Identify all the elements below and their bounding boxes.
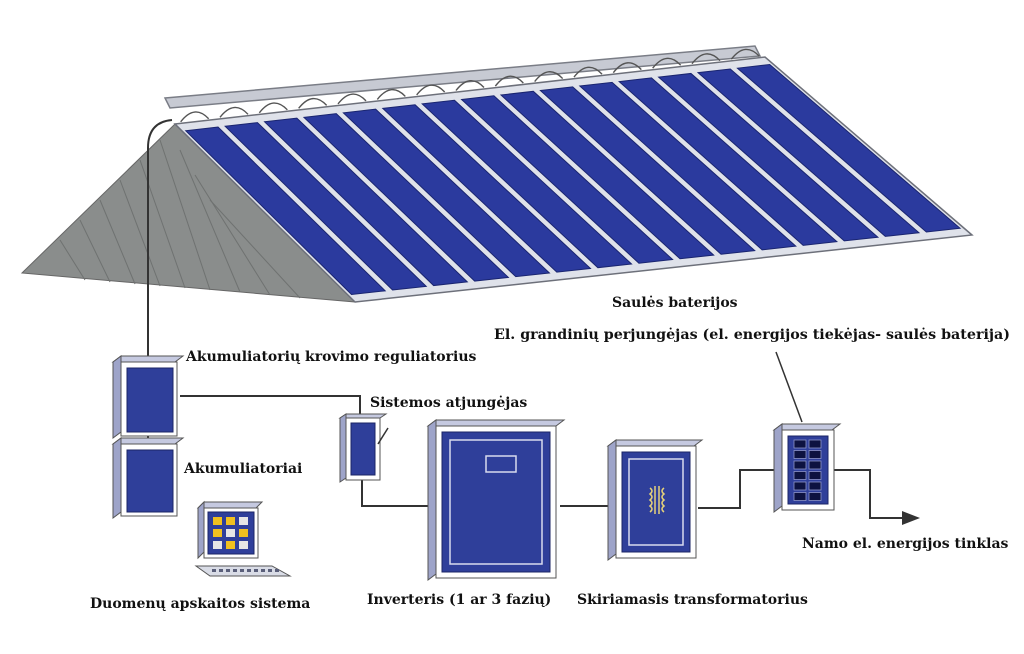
ridge-hoop	[573, 66, 603, 78]
solar-panel-strips	[184, 64, 962, 296]
circuit-switch-slots	[793, 439, 822, 501]
ridge-hoop	[376, 88, 406, 100]
solar-panel	[460, 95, 674, 264]
ridge-hoop	[494, 75, 524, 87]
wire-panels-to-controller	[147, 119, 173, 360]
transformer-box	[606, 439, 704, 561]
ridge-hoop	[180, 111, 210, 123]
switch-slot	[808, 471, 822, 480]
ridge-hoop	[534, 71, 564, 82]
ridge-hoop	[337, 93, 367, 105]
wire-controller-to-disconnect	[180, 395, 361, 422]
solar-panel	[499, 90, 715, 260]
wire-transformer-to-switch	[698, 469, 780, 509]
solar-panel	[696, 68, 921, 237]
label-transformer: Skiriamasis transformatorius	[577, 592, 808, 608]
label-data-system: Duomenų apskaitos sistema	[90, 596, 310, 612]
label-circuit-switch: El. grandinių perjungėjas (el. energijos…	[494, 327, 1010, 343]
keyboard-key	[226, 569, 230, 572]
ridge-hoop	[219, 106, 249, 118]
data-system-computer-icon	[194, 500, 292, 577]
solar-panel	[618, 77, 839, 246]
keyboard-key	[233, 569, 237, 572]
switch-slot	[808, 481, 822, 491]
ridge-hoop	[298, 97, 328, 109]
screen-indicator	[226, 541, 235, 549]
keyboard-key	[261, 569, 265, 572]
ridge-hoop	[416, 84, 446, 96]
keyboard-key	[247, 569, 251, 572]
pointer-line-switch	[775, 351, 803, 423]
ridge-hoop	[730, 48, 760, 60]
wire-disconnect-to-inverter	[361, 480, 432, 507]
roof-ridge-cap	[163, 45, 762, 109]
ridge-hoop	[455, 80, 485, 91]
batteries-box	[111, 437, 185, 519]
keyboard-key	[219, 569, 223, 572]
keyboard-key	[268, 569, 272, 572]
solar-panel	[302, 113, 510, 282]
ridge-hoop	[258, 102, 288, 114]
ridge-hoop	[612, 62, 642, 74]
solar-panel	[736, 64, 962, 233]
computer-screen-indicators	[213, 517, 248, 549]
screen-indicator	[213, 541, 222, 549]
switch-slot	[793, 492, 807, 501]
solar-panel	[263, 117, 469, 287]
switch-slot	[793, 471, 807, 480]
ridge-cable-hoops	[180, 48, 760, 123]
keyboard-key	[240, 569, 244, 572]
keyboard-keys	[212, 569, 279, 572]
screen-indicator	[213, 517, 222, 525]
solar-panel	[184, 126, 387, 296]
keyboard-key	[212, 569, 216, 572]
screen-indicator	[213, 529, 222, 537]
wiring	[147, 119, 920, 525]
solar-panel	[421, 99, 633, 269]
screen-indicator	[226, 529, 235, 537]
label-charge-controller: Akumuliatorių krovimo reguliatorius	[185, 349, 477, 365]
solar-panel	[657, 72, 880, 242]
ridge-hoop	[691, 53, 721, 65]
wire-switch-to-grid	[834, 469, 905, 519]
solar-panel	[224, 122, 428, 291]
solar-panel	[342, 108, 551, 278]
switch-slot	[808, 450, 822, 459]
screen-indicator	[226, 517, 235, 525]
solar-panel	[578, 81, 797, 251]
switch-slot	[808, 439, 822, 449]
label-inverter: Inverteris (1 ar 3 fazių)	[367, 592, 551, 608]
label-solar-panels: Saulės baterijos	[612, 295, 738, 311]
ridge-hoop	[652, 57, 682, 69]
inverter-box	[426, 419, 566, 581]
solar-panel	[381, 104, 592, 273]
screen-indicator	[239, 541, 248, 549]
system-disconnect-box	[338, 413, 389, 483]
switch-slot	[793, 450, 807, 459]
keyboard-key	[275, 569, 279, 572]
screen-indicator	[239, 517, 248, 525]
switch-slot	[808, 492, 822, 501]
circuit-switch-box	[772, 423, 842, 513]
charge-controller-box	[111, 355, 185, 439]
label-system-disconnect: Sistemos atjungėjas	[370, 395, 527, 411]
transformer-coil-icon	[648, 486, 666, 514]
solar-panel	[539, 86, 756, 255]
label-grid: Namo el. energijos tinklas	[802, 536, 1009, 552]
switch-slot	[793, 481, 807, 491]
switch-slot	[793, 439, 807, 449]
label-batteries: Akumuliatoriai	[183, 461, 302, 477]
keyboard-key	[254, 569, 258, 572]
grid-arrow-head	[902, 511, 920, 525]
screen-indicator	[239, 529, 248, 537]
roof	[20, 45, 974, 303]
switch-slot	[793, 460, 807, 470]
switch-slot	[808, 460, 822, 470]
